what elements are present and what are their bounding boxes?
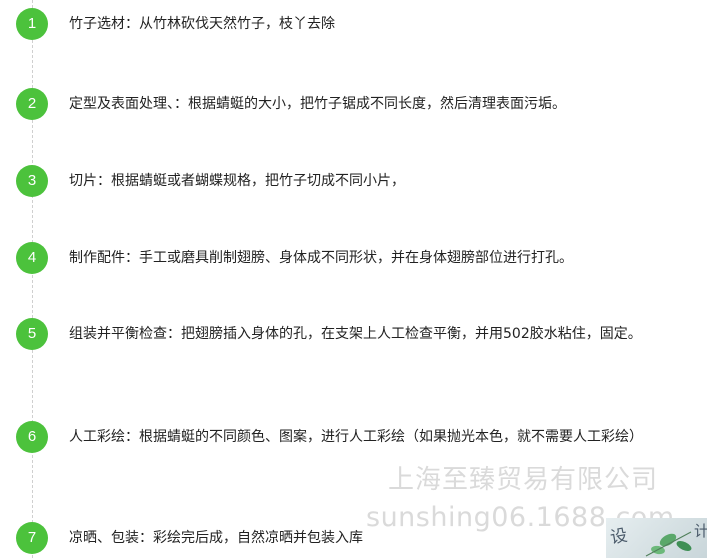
step-number-badge: 2: [16, 88, 48, 120]
leaf-icon: [645, 531, 692, 557]
step-description: 定型及表面处理、：根据蜻蜓的大小，把竹子锯成不同长度，然后清理表面污垢。: [69, 96, 566, 112]
step-number-badge: 4: [16, 242, 48, 274]
decorative-corner-image: 设 计: [606, 518, 707, 558]
step-number-badge: 3: [16, 165, 48, 197]
corner-image-char: 计: [694, 522, 707, 540]
step-description: 人工彩绘：根据蜻蜓的不同颜色、图案，进行人工彩绘（如果抛光本色，就不需要人工彩绘…: [69, 429, 643, 445]
step-description: 组装并平衡检查：把翅膀插入身体的孔，在支架上人工检查平衡，并用502胶水粘住，固…: [69, 326, 642, 342]
step-description: 制作配件：手工或磨具削制翅膀、身体成不同形状，并在身体翅膀部位进行打孔。: [69, 250, 573, 266]
step-number-badge: 1: [16, 8, 48, 40]
step-number-badge: 6: [16, 421, 48, 453]
watermark-company-name: 上海至臻贸易有限公司: [388, 465, 659, 495]
step-number-badge: 5: [16, 318, 48, 350]
step-description: 切片：根据蜻蜓或者蝴蝶规格，把竹子切成不同小片，: [69, 173, 405, 189]
step-number-badge: 7: [16, 522, 48, 554]
timeline-line: [32, 0, 33, 558]
step-description: 凉晒、包装：彩绘完后成，自然凉晒并包装入库: [69, 530, 363, 546]
step-description: 竹子选材：从竹林砍伐天然竹子，枝丫去除: [69, 16, 335, 32]
